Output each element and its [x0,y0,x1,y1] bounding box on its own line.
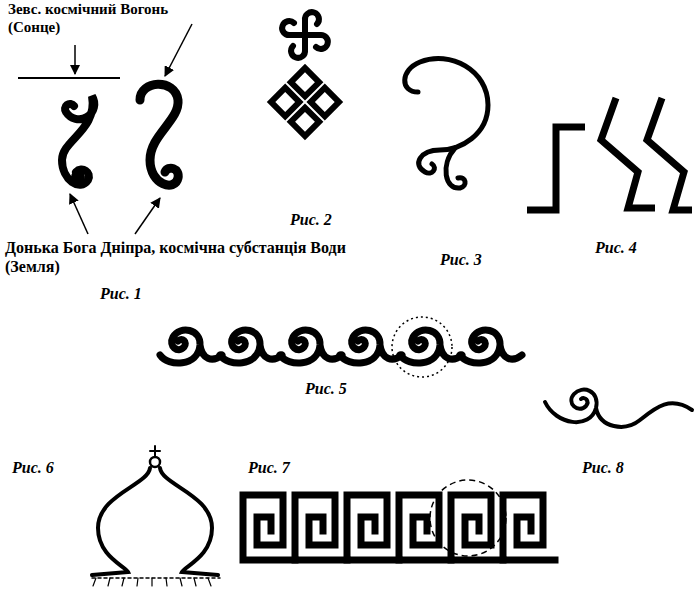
fig7-meander [243,480,555,560]
callout-label: Зевс. космічний Вогонь (Сонце) [8,0,198,36]
fig4-symbol [527,98,692,210]
fig3-symbol [405,59,488,189]
figure-caption: Рис. 2 [290,210,332,229]
fig1-symbols [18,24,192,234]
figure-caption: Рис. 1 [100,284,142,303]
fig6-dome [92,446,220,586]
figure-caption: Рис. 6 [12,458,54,477]
figure-caption: Рис. 7 [248,458,290,477]
figure-caption: Рис. 3 [440,250,482,269]
figure-caption: Рис. 8 [582,458,624,477]
fig8-wave [545,390,692,427]
fig2-symbol [271,12,339,136]
callout-label: Донька Бога Дніпра, космічна субстанція … [5,238,355,276]
fig5-wave-band [160,317,522,377]
figure-caption: Рис. 5 [305,379,347,398]
figure-caption: Рис. 4 [595,238,637,257]
